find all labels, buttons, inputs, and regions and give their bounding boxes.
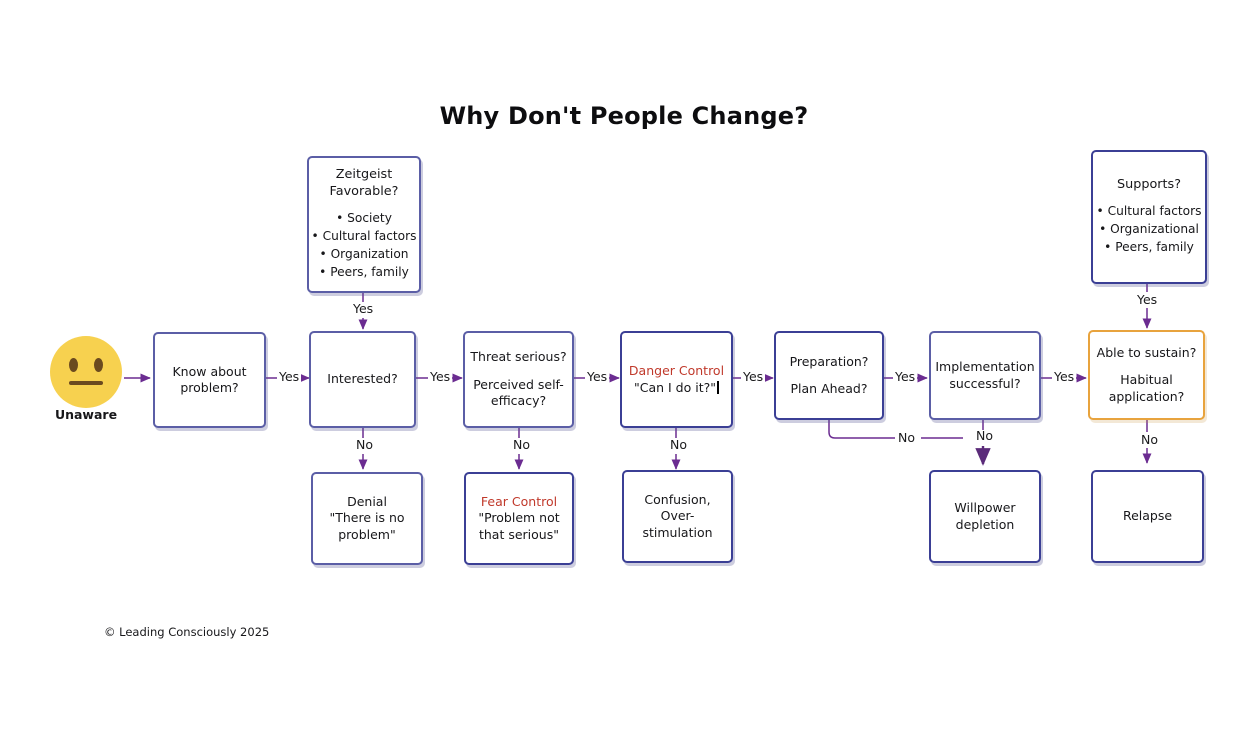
zeitgeist-bullet-1: • Cultural factors (311, 229, 417, 244)
copyright-footer: © Leading Consciously 2025 (104, 625, 270, 639)
edge-label-preparation-yes: Yes (893, 369, 918, 384)
edge-label-supports-yes: Yes (1135, 292, 1160, 307)
node-confusion[interactable]: Confusion, Over- stimulation (622, 470, 733, 563)
node-zeitgeist[interactable]: Zeitgeist Favorable? • Society • Cultura… (307, 156, 421, 293)
interested-line-1: Interested? (327, 371, 398, 387)
emoji-face (50, 336, 122, 408)
edge-label-danger-no: No (668, 437, 689, 452)
supports-heading: Supports? (1116, 177, 1182, 193)
edge-label-zeitgeist-yes: Yes (351, 301, 376, 316)
threat-line-3: efficacy? (490, 393, 547, 409)
know-line-1: Know about (172, 363, 247, 379)
fear-control-line-1: Fear Control (480, 493, 558, 509)
emoji-left-eye (69, 358, 78, 372)
confusion-line-2: Over- (660, 508, 695, 524)
preparation-line-1: Preparation? (789, 353, 869, 369)
node-interested[interactable]: Interested? (309, 331, 416, 428)
zeitgeist-bullets: • Society • Cultural factors • Organizat… (312, 210, 417, 281)
node-relapse[interactable]: Relapse (1091, 470, 1204, 563)
edge-label-implementation-no: No (974, 428, 995, 443)
zeitgeist-bullet-3: • Peers, family (319, 264, 409, 279)
danger-control-quote: "Can I do it?" (633, 379, 716, 395)
node-supports[interactable]: Supports? • Cultural factors • Organizat… (1091, 150, 1207, 284)
denial-line-2: "There is no (329, 510, 405, 526)
edge-label-preparation-no: No (896, 430, 917, 445)
relapse-line-1: Relapse (1122, 508, 1173, 524)
node-denial[interactable]: Denial "There is no problem" (311, 472, 423, 565)
emoji-right-eye (94, 358, 103, 372)
unaware-emoji-icon (50, 336, 122, 408)
text-cursor (717, 380, 719, 394)
supports-bullets: • Cultural factors • Organizational • Pe… (1097, 203, 1202, 256)
edge-label-danger-yes: Yes (741, 369, 766, 384)
preparation-line-2: Plan Ahead? (790, 381, 868, 396)
edge-label-implementation-yes: Yes (1052, 369, 1077, 384)
threat-line-2: Perceived self- (473, 376, 564, 392)
node-danger-control[interactable]: Danger Control "Can I do it?" (620, 331, 733, 428)
edge-label-threat-yes: Yes (585, 369, 610, 384)
danger-control-line-2: "Can I do it?" (634, 380, 719, 397)
unaware-label: Unaware (54, 407, 118, 422)
zeitgeist-heading-2: Favorable? (329, 184, 399, 200)
implementation-line-1: Implementation (935, 359, 1035, 374)
implementation-line-2: successful? (949, 375, 1021, 391)
fear-control-line-2: "Problem not (478, 510, 560, 526)
willpower-line-1: Willpower (954, 500, 1016, 515)
page-title: Why Don't People Change? (439, 102, 809, 130)
fear-control-line-3: that serious" (478, 526, 559, 542)
threat-line-1: Threat serious? (470, 349, 567, 365)
edge-label-interested-yes: Yes (428, 369, 453, 384)
denial-line-1: Denial (347, 493, 387, 509)
edge-label-threat-no: No (511, 437, 532, 452)
denial-line-3: problem" (338, 526, 396, 542)
know-line-2: problem? (180, 380, 239, 395)
edge-label-know-yes: Yes (277, 369, 302, 384)
node-threat-serious[interactable]: Threat serious? Perceived self- efficacy… (463, 331, 574, 428)
node-fear-control[interactable]: Fear Control "Problem not that serious" (464, 472, 574, 565)
supports-bullet-2: • Peers, family (1104, 239, 1194, 254)
emoji-mouth (69, 381, 103, 385)
edge-label-interested-no: No (354, 437, 375, 452)
sustain-line-3: application? (1108, 388, 1185, 404)
node-know-about-problem[interactable]: Know about problem? (153, 332, 266, 428)
sustain-line-2: Habitual (1120, 372, 1173, 388)
node-willpower-depletion[interactable]: Willpower depletion (929, 470, 1041, 563)
node-able-to-sustain[interactable]: Able to sustain? Habitual application? (1088, 330, 1205, 420)
danger-control-line-1: Danger Control (628, 363, 725, 378)
supports-bullet-0: • Cultural factors (1096, 204, 1202, 219)
node-preparation[interactable]: Preparation? Plan Ahead? (774, 331, 884, 420)
confusion-line-1: Confusion, (644, 491, 711, 507)
node-implementation[interactable]: Implementation successful? (929, 331, 1041, 420)
zeitgeist-bullet-2: • Organization (319, 246, 409, 261)
edge-label-sustain-no: No (1139, 432, 1160, 447)
zeitgeist-bullet-0: • Society (336, 211, 392, 226)
confusion-line-3: stimulation (642, 524, 713, 540)
willpower-line-2: depletion (955, 516, 1015, 532)
supports-bullet-1: • Organizational (1099, 222, 1199, 237)
sustain-line-1: Able to sustain? (1096, 344, 1197, 360)
zeitgeist-heading-1: Zeitgeist (335, 167, 393, 183)
